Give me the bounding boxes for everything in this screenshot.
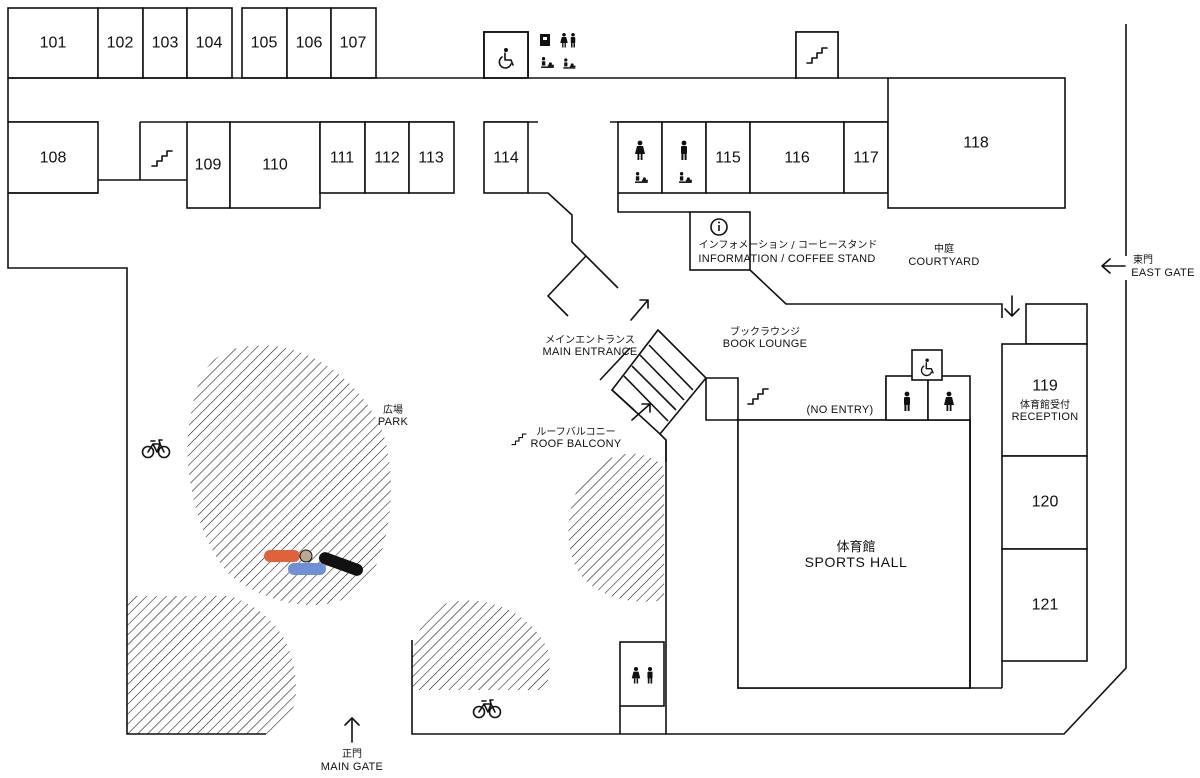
restroom-south[interactable] — [619, 641, 665, 707]
restroom-pair-icon — [560, 32, 576, 48]
arrow-icon — [344, 258, 1126, 743]
hall-east-wall — [969, 420, 1002, 689]
entrance-wall-north — [528, 192, 619, 289]
room-117[interactable] — [843, 121, 889, 194]
information-coffee-stand[interactable] — [689, 211, 751, 271]
accessible-restroom[interactable] — [483, 31, 529, 79]
stairs-108-wall — [98, 122, 187, 181]
room-107-label: 107 — [340, 35, 367, 52]
east-boundary — [666, 24, 1127, 735]
room-116[interactable] — [749, 121, 845, 194]
sports-hall-label-jp: 体育館 — [836, 539, 875, 555]
baby-seat-icon — [563, 58, 576, 69]
top-wing: 101 102 103 104 105 106 107 108 — [7, 7, 1066, 209]
no-entry-label: (NO ENTRY) — [807, 404, 874, 416]
room-108-label: 108 — [40, 150, 67, 167]
east-gate-label-jp: 東門 — [1133, 253, 1153, 266]
room-101[interactable] — [7, 7, 99, 79]
book-lounge-label-en: BOOK LOUNGE — [723, 338, 808, 350]
park-label-en: PARK — [378, 416, 409, 428]
info-corridor-wall — [617, 193, 690, 213]
park-benches — [264, 549, 363, 576]
room-118[interactable] — [887, 77, 1066, 209]
womens-restroom[interactable] — [617, 121, 663, 194]
room-106[interactable] — [286, 7, 332, 79]
room-106-label: 106 — [296, 35, 323, 52]
room-118-label: 118 — [963, 135, 989, 152]
bicycle-icon — [472, 699, 502, 719]
roof-balcony-label-en: ROOF BALCONY — [530, 438, 621, 450]
room-111[interactable] — [319, 121, 366, 194]
room-111-label: 111 — [330, 150, 354, 167]
room-117-label: 117 — [853, 150, 879, 167]
room-109-label: 109 — [195, 157, 222, 174]
park-label-jp: 広場 — [383, 403, 403, 416]
park-planting — [127, 345, 664, 734]
room-115-label: 115 — [715, 150, 741, 167]
stairs-icon — [151, 150, 173, 167]
room-110-label: 110 — [262, 157, 288, 174]
reception-label-en: RECEPTION — [1012, 411, 1079, 423]
room-104-label: 104 — [196, 35, 223, 52]
courtyard-label-jp: 中庭 — [934, 242, 954, 255]
sports-hall-label-en: SPORTS HALL — [805, 554, 908, 570]
east-annex — [1025, 303, 1088, 345]
stairs-icon — [511, 433, 527, 446]
room-120[interactable] — [1001, 455, 1088, 550]
room-102-label: 102 — [107, 35, 134, 52]
sports-hall[interactable] — [737, 419, 971, 689]
room-105-label: 105 — [251, 35, 278, 52]
bicycle-icon — [141, 439, 171, 459]
baby-changing-icon — [541, 57, 554, 68]
roof-balcony-label-jp: ルーフバルコニー — [536, 426, 615, 438]
room-121[interactable] — [1001, 548, 1088, 662]
stairs-icon — [747, 388, 769, 405]
information-label-en: INFORMATION / COFFEE STAND — [698, 253, 875, 265]
room-115[interactable] — [705, 121, 751, 194]
room-109[interactable] — [186, 121, 231, 209]
room-101-label: 101 — [40, 35, 67, 52]
main-gate-label-en: MAIN GATE — [321, 761, 383, 773]
room-114-label: 114 — [493, 150, 519, 167]
room-120-label: 120 — [1032, 494, 1059, 511]
room-104[interactable] — [186, 7, 233, 79]
room-112[interactable] — [364, 121, 410, 194]
mens-restroom[interactable] — [661, 121, 707, 194]
room-121-label: 121 — [1032, 597, 1059, 614]
east-gate-label-en: EAST GATE — [1131, 267, 1194, 279]
room-102[interactable] — [97, 7, 144, 79]
room-114[interactable] — [483, 121, 529, 194]
room-119-reception[interactable] — [1001, 343, 1088, 457]
room-116-label: 116 — [784, 150, 810, 167]
information-label-jp: インフォメーション / コーヒースタンド — [699, 239, 878, 251]
courtyard-label-en: COURTYARD — [908, 256, 979, 268]
main-gate-label-jp: 正門 — [342, 748, 362, 760]
main-entrance-label-en: MAIN ENTRANCE — [543, 346, 638, 358]
room-112-label: 112 — [374, 150, 400, 167]
room-119-label: 119 — [1032, 378, 1058, 395]
entrance-wall-west — [546, 255, 587, 317]
room-113[interactable] — [408, 121, 455, 194]
room-108[interactable] — [7, 121, 99, 194]
book-lounge-label-jp: ブックラウンジ — [730, 325, 800, 338]
room-113-label: 113 — [418, 150, 444, 167]
ostomate-icon — [540, 34, 550, 46]
room-103-label: 103 — [152, 35, 179, 52]
reception-label-jp: 体育館受付 — [1020, 398, 1070, 411]
main-entrance-label-jp: メインエントランス — [545, 334, 635, 346]
courtyard-wall — [749, 269, 1003, 318]
info-icon — [710, 218, 728, 236]
